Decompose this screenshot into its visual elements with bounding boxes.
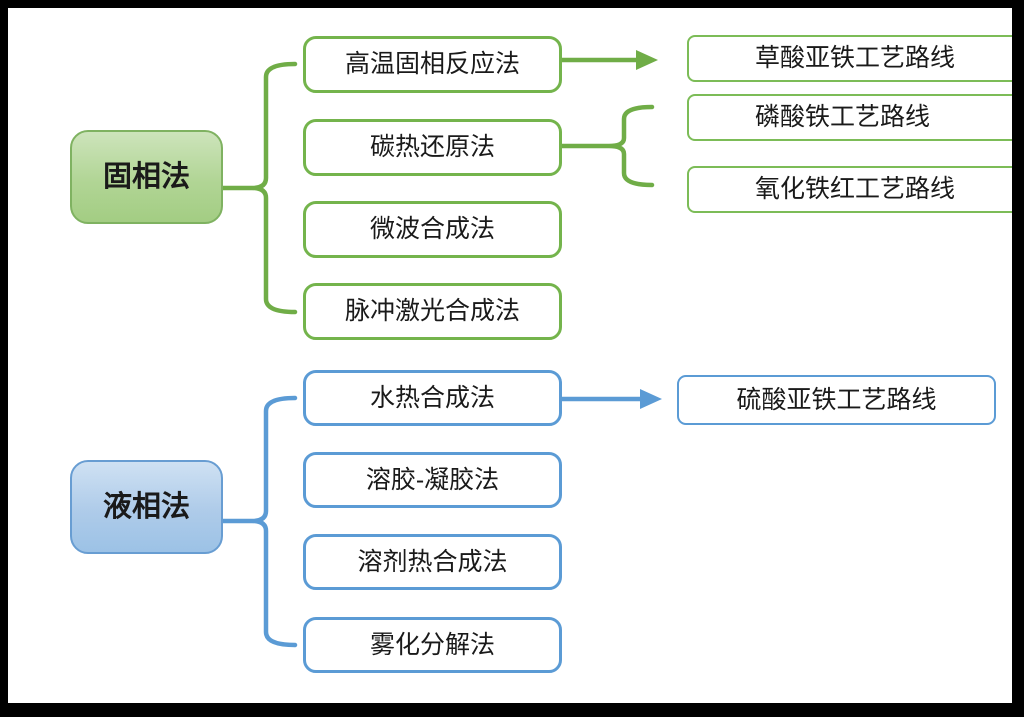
node-solid-route-1: 草酸亚铁工艺路线 — [687, 35, 1012, 82]
node-solid-method-1: 高温固相反应法 — [303, 36, 562, 93]
solid-route-arrow — [557, 50, 658, 70]
node-liquid-method-1: 水热合成法 — [303, 370, 562, 426]
solid-root-brace — [220, 61, 298, 315]
node-solid-route-3: 氧化铁红工艺路线 — [687, 166, 1012, 213]
node-solid-phase-root: 固相法 — [70, 130, 223, 224]
node-solid-method-2: 碳热还原法 — [303, 119, 562, 176]
liquid-route-arrow — [556, 389, 662, 409]
node-liquid-phase-root: 液相法 — [70, 460, 223, 554]
solid-routes-brace — [559, 104, 655, 188]
node-liquid-route-1: 硫酸亚铁工艺路线 — [677, 375, 996, 425]
node-solid-method-4: 脉冲激光合成法 — [303, 283, 562, 340]
node-liquid-method-2: 溶胶-凝胶法 — [303, 452, 562, 508]
node-solid-route-2: 磷酸铁工艺路线 — [687, 94, 1012, 141]
liquid-root-brace — [220, 395, 298, 648]
node-liquid-method-4: 雾化分解法 — [303, 617, 562, 673]
node-liquid-method-3: 溶剂热合成法 — [303, 534, 562, 590]
connector-layer — [220, 50, 662, 648]
node-solid-method-3: 微波合成法 — [303, 201, 562, 258]
diagram-stage: 固相法 液相法 高温固相反应法 碳热还原法 微波合成法 脉冲激光合成法 水热合成… — [8, 8, 1012, 703]
